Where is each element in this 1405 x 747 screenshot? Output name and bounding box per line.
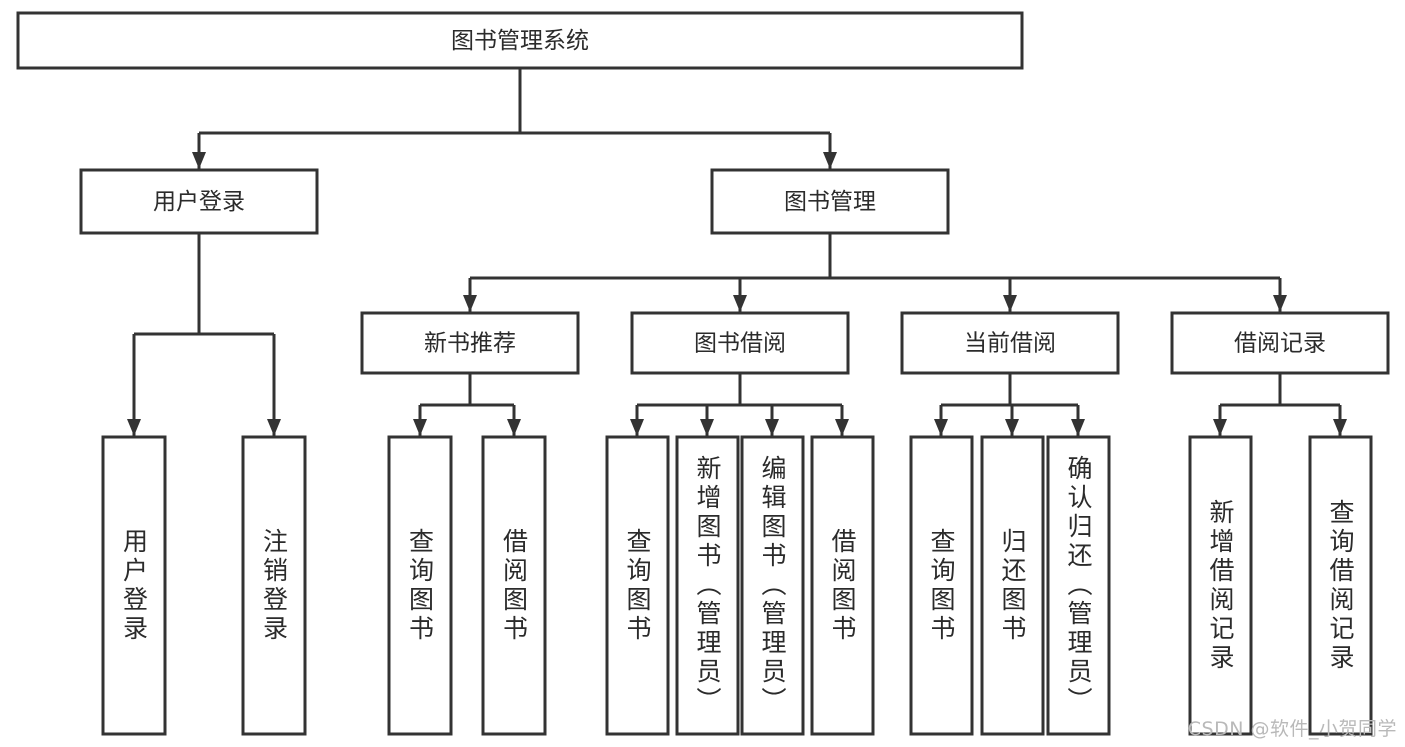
node-box-user-leaf-1[interactable] <box>241 435 307 736</box>
node-box-leaf-0-0[interactable] <box>387 435 453 736</box>
node-box-leaf-1-3[interactable] <box>810 435 875 736</box>
node-label-level2-1: 图书管理 <box>784 189 876 215</box>
node-label-level3-1: 图书借阅 <box>694 331 786 357</box>
node-box-leaf-1-0[interactable] <box>605 435 670 736</box>
node-box-level3-1[interactable] <box>630 311 850 375</box>
node-label-level3-3: 借阅记录 <box>1234 331 1326 357</box>
arrow-head-icon <box>463 295 477 312</box>
node-box-leaf-3-1[interactable] <box>1308 435 1373 736</box>
arrow-head-icon <box>1005 419 1019 436</box>
arrow-head-icon <box>1273 295 1287 312</box>
node-label-level3-2: 当前借阅 <box>964 331 1056 357</box>
arrow-head-icon <box>1213 419 1227 436</box>
arrow-head-icon <box>733 295 747 312</box>
node-box-level3-3[interactable] <box>1170 311 1390 375</box>
arrow-head-icon <box>1333 419 1347 436</box>
arrow-head-icon <box>835 419 849 436</box>
arrow-head-icon <box>192 152 206 169</box>
arrow-head-icon <box>267 419 281 436</box>
node-label-level3-0: 新书推荐 <box>424 331 516 357</box>
node-box-level2-1[interactable] <box>710 168 950 235</box>
arrow-head-icon <box>823 152 837 169</box>
arrow-head-icon <box>413 419 427 436</box>
arrow-head-icon <box>127 419 141 436</box>
arrow-head-icon <box>507 419 521 436</box>
node-box-level3-2[interactable] <box>900 311 1120 375</box>
node-label-root: 图书管理系统 <box>451 28 589 54</box>
node-box-root[interactable] <box>16 11 1024 70</box>
watermark-text: CSDN @软件_小贺同学 <box>1187 718 1397 740</box>
arrow-head-icon <box>700 419 714 436</box>
arrow-head-icon <box>630 419 644 436</box>
node-box-level2-0[interactable] <box>79 168 319 235</box>
node-box-leaf-0-1[interactable] <box>481 435 547 736</box>
node-box-leaf-1-2[interactable] <box>740 435 805 736</box>
arrow-head-icon <box>1003 295 1017 312</box>
node-box-leaf-1-1[interactable] <box>675 435 740 736</box>
node-box-leaf-2-2[interactable] <box>1046 435 1111 736</box>
node-box-leaf-3-0[interactable] <box>1188 435 1253 736</box>
node-box-leaf-2-1[interactable] <box>980 435 1045 736</box>
node-label-level2-0: 用户登录 <box>153 189 245 215</box>
arrow-head-icon <box>1071 419 1085 436</box>
node-box-level3-0[interactable] <box>360 311 580 375</box>
node-box-leaf-2-0[interactable] <box>909 435 974 736</box>
arrow-head-icon <box>934 419 948 436</box>
node-box-user-leaf-0[interactable] <box>101 435 167 736</box>
arrow-head-icon <box>765 419 779 436</box>
